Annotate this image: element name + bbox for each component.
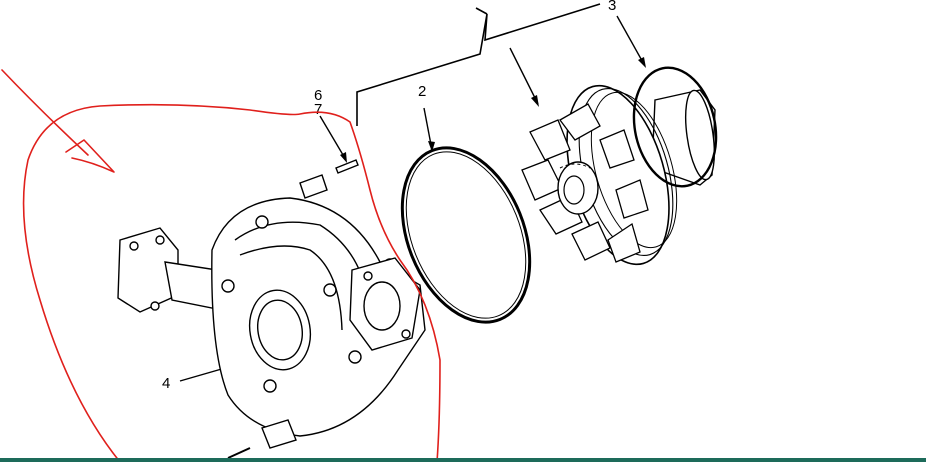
- o-ring: [632, 66, 718, 188]
- callout-3: 3: [608, 0, 646, 68]
- gasket-ring: [400, 146, 532, 324]
- callout-3-label: 3: [608, 0, 616, 14]
- bottom-bar: [0, 458, 926, 462]
- callout-main-impeller-leader: [509, 47, 539, 107]
- pin-part: [299, 159, 359, 199]
- pump-housing: [117, 197, 426, 459]
- callout-7-label: 7: [314, 101, 322, 118]
- callout-6: 6: [314, 87, 322, 104]
- callout-7: 7: [314, 101, 347, 163]
- assembly-bracket: [356, 3, 601, 126]
- callout-2-label: 2: [418, 83, 426, 100]
- callout-4-label: 4: [162, 375, 170, 392]
- annotation-arrow-head: [65, 139, 115, 173]
- callout-6-label: 6: [314, 87, 322, 104]
- red-annotation: [1, 69, 441, 463]
- callout-2: 2: [418, 83, 435, 152]
- annotation-outline: [22, 103, 441, 463]
- impeller-assembly: [521, 84, 716, 266]
- annotation-arrow-line: [1, 69, 89, 156]
